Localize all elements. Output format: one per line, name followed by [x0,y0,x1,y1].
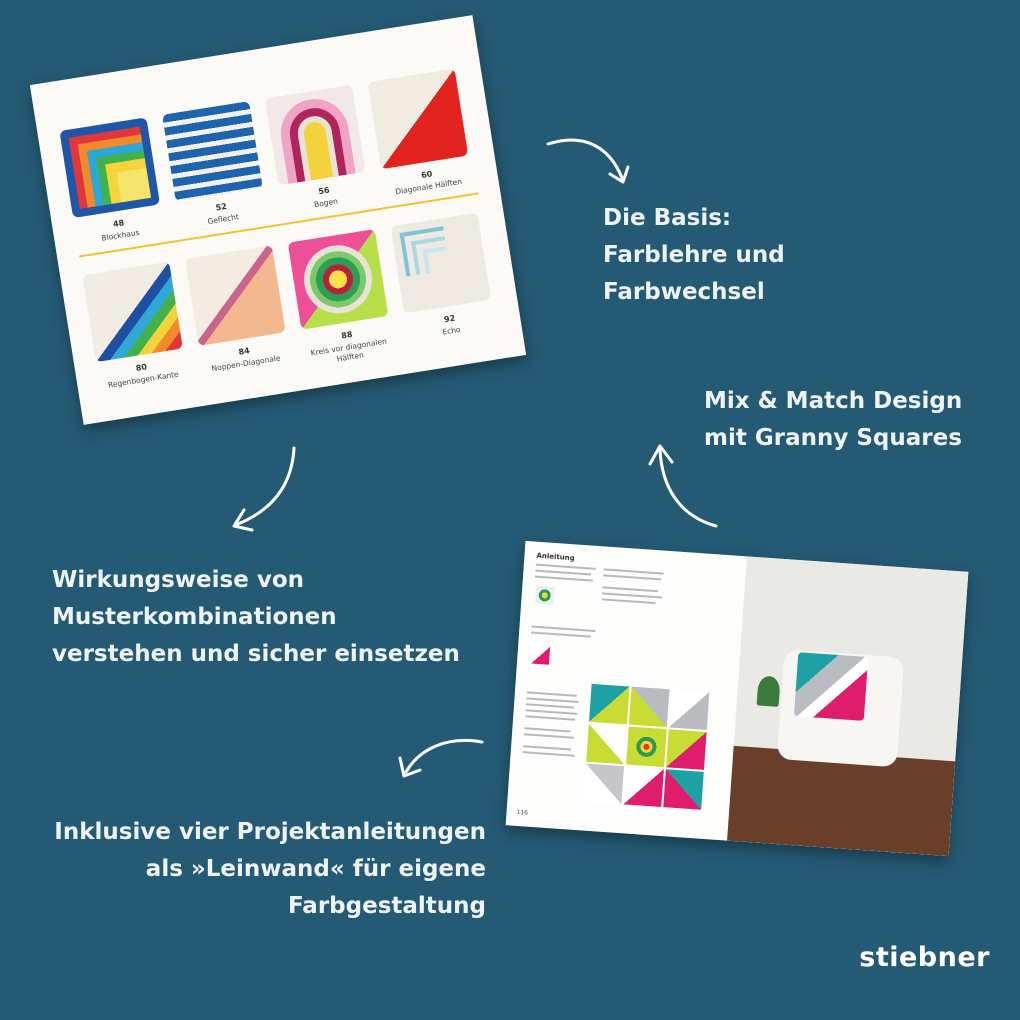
page-number: 116 [516,808,529,817]
claim-line: als »Leinwand« für eigene [145,856,486,882]
square-image-echo [390,212,492,314]
arrow-icon [232,446,296,532]
claim-mix-match: Mix & Match Design mit Granny Squares [704,383,962,457]
text-line [525,709,578,715]
claim-line: Die Basis: [603,205,732,231]
arrow-icon [648,444,718,528]
arrow-icon [398,739,484,778]
claim-line: Mix & Match Design [704,388,963,414]
text-line [524,727,571,733]
text-line [523,733,574,739]
arrow-icon [546,138,630,184]
claim-line: Inklusive vier Projektanleitungen [54,819,486,845]
text-line [602,586,659,593]
text-line [531,631,592,638]
text-line [535,569,592,576]
claim-line: Musterkombinationen [52,604,337,630]
book-page-squares-overview: 48 Blockhaus 52 Geflecht 56 Bogen 60 Dia… [29,15,527,425]
claim-basis: Die Basis: Farblehre und Farbwechsel [603,200,785,311]
brand-logo: stiebner [859,942,990,973]
text-line [522,751,575,757]
claim-line: Farblehre und [603,242,785,268]
square-image-noppen-diagonale [184,245,286,346]
text-line [603,568,664,575]
claim-line: verstehen und sicher einsetzen [52,641,460,667]
text-line [601,592,662,599]
photo-chair-with-pillow [727,556,969,857]
text-line [535,563,596,570]
mini-square-thumb [530,645,551,665]
text-line [526,691,577,697]
book-page-project-instructions: Anleitung 116 [505,540,969,857]
claim-line: mit Granny Squares [704,425,962,451]
square-image-regenbogen-kante [82,261,183,363]
square-image-geflecht [162,101,263,202]
mini-square-thumb [535,585,555,605]
text-line [601,598,656,605]
text-line [526,697,579,703]
text-line [534,575,593,582]
text-line [525,715,576,721]
square-image-blockhaus [59,117,161,219]
square-image-diagonale-haelften [367,68,469,170]
text-line [526,703,575,709]
claim-line: Farbgestaltung [287,893,486,919]
claim-wirkungsweise: Wirkungsweise von Musterkombinationen ve… [52,562,460,673]
text-line [523,745,572,751]
text-line [603,574,662,581]
claim-inklusive: Inklusive vier Projektanleitungen als »L… [54,814,486,925]
square-image-bogen [264,84,366,186]
claim-line: Farbwechsel [603,279,765,305]
square-image-kreis-diagonal [287,228,389,330]
page-heading: Anleitung [536,551,575,563]
claim-line: Wirkungsweise von [52,567,304,593]
square-grid [583,683,711,810]
text-line [531,625,596,632]
